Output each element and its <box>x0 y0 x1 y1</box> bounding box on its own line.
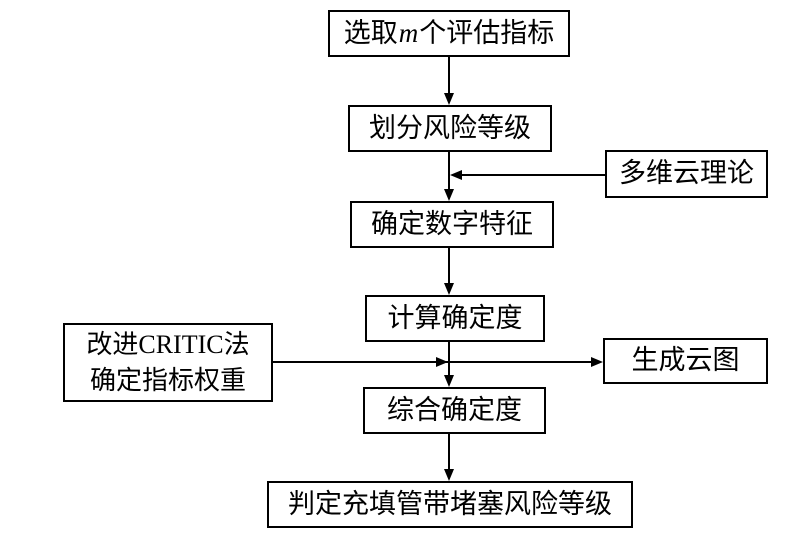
connector-select-to-divide <box>448 57 450 95</box>
arrowhead-down-icon <box>444 469 454 481</box>
arrowhead-down-icon <box>444 93 454 105</box>
connector-critic-to-cloud-map <box>273 361 592 363</box>
node-divide-risk-levels-label: 划分风险等级 <box>369 112 531 143</box>
node-comprehensive-certainty-degree: 综合确定度 <box>363 387 546 434</box>
arrowhead-left-icon <box>450 170 462 180</box>
node-improved-critic-method: 改进CRITIC法 确定指标权重 <box>63 323 273 402</box>
node-generate-cloud-map-label: 生成云图 <box>631 345 740 376</box>
node-comprehensive-certainty-degree-label: 综合确定度 <box>387 394 522 425</box>
node-select-indicators-suffix: 个评估指标 <box>419 17 555 48</box>
connector-divide-to-numeric <box>448 152 450 190</box>
arrowhead-down-icon <box>444 375 454 387</box>
connector-comprehensive-to-judge <box>448 434 450 470</box>
node-divide-risk-levels: 划分风险等级 <box>348 105 552 152</box>
node-determine-numeric-features-label: 确定数字特征 <box>371 208 533 239</box>
node-improved-critic-method-line2: 确定指标权重 <box>89 365 246 395</box>
arrowhead-right-icon <box>436 357 448 367</box>
arrowhead-down-icon <box>444 189 454 201</box>
node-calculate-certainty-degree: 计算确定度 <box>365 295 545 342</box>
node-select-indicators-prefix: 选取 <box>343 17 398 48</box>
node-select-indicators-variable: m <box>398 17 419 48</box>
node-multidimensional-cloud-theory-label: 多维云理论 <box>619 158 754 189</box>
node-multidimensional-cloud-theory: 多维云理论 <box>605 150 768 198</box>
connector-numeric-to-certainty <box>448 248 450 284</box>
node-improved-critic-method-line1: 改进CRITIC法 <box>86 330 250 360</box>
node-judge-blockage-risk-level-label: 判定充填管带堵塞风险等级 <box>288 488 612 519</box>
connector-cloud-theory-branch <box>461 174 605 176</box>
node-judge-blockage-risk-level: 判定充填管带堵塞风险等级 <box>267 481 633 528</box>
connector-certainty-to-comprehensive <box>448 342 450 376</box>
node-generate-cloud-map: 生成云图 <box>603 338 768 384</box>
arrowhead-right-icon <box>591 357 603 367</box>
node-determine-numeric-features: 确定数字特征 <box>350 201 554 248</box>
arrowhead-down-icon <box>444 283 454 295</box>
node-calculate-certainty-degree-label: 计算确定度 <box>387 302 523 333</box>
